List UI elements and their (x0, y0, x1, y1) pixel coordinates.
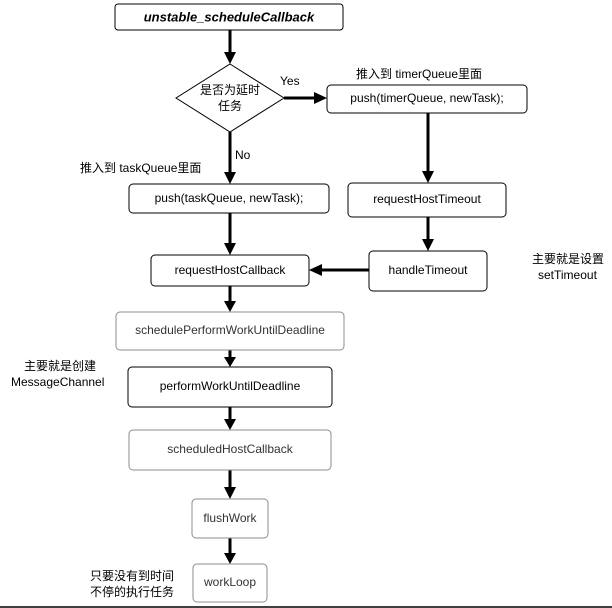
push-timer-label: push(timerQueue, newTask); (350, 91, 503, 105)
node-request-host-timeout: requestHostTimeout (347, 182, 507, 218)
arrowhead-handle-timeout (422, 239, 434, 251)
schedule-perform-label: schedulePerformWorkUntilDeadline (135, 323, 325, 337)
node-push-task: push(taskQueue, newTask); (128, 183, 330, 214)
note-work-loop-line1: 只要没有到时间 (90, 568, 174, 583)
arrowhead-request-callback (224, 243, 236, 255)
perform-work-label: performWorkUntilDeadline (160, 379, 301, 393)
request-host-callback-label: requestHostCallback (175, 263, 287, 277)
node-scheduled-host-callback: scheduledHostCallback (128, 429, 332, 471)
node-push-timer: push(timerQueue, newTask); (326, 84, 528, 114)
arrowhead-push-task (224, 172, 236, 184)
node-flush-work: flushWork (191, 498, 269, 539)
arrowhead-request-callback-side (309, 264, 322, 276)
node-start-label: unstable_scheduleCallback (144, 9, 315, 24)
arrowhead-schedule (224, 301, 236, 312)
arrows (224, 30, 434, 564)
note-message-channel-line2: MessageChannel (11, 375, 104, 389)
decision-label-line2: 任务 (218, 98, 242, 113)
note-task-queue: 推入到 taskQueue里面 (80, 161, 201, 175)
arrowhead-workloop (224, 553, 236, 564)
work-loop-label: workLoop (203, 575, 256, 589)
decision-label-line1: 是否为延时 (200, 83, 260, 97)
push-task-label: push(taskQueue, newTask); (155, 191, 304, 205)
note-timer-queue: 推入到 timerQueue里面 (356, 67, 482, 81)
note-work-loop-line2: 不停的执行任务 (90, 584, 174, 599)
node-start: unstable_scheduleCallback (114, 3, 344, 31)
handle-timeout-label: handleTimeout (389, 263, 469, 277)
node-schedule-perform: schedulePerformWorkUntilDeadline (115, 311, 345, 351)
flush-work-label: flushWork (203, 511, 257, 525)
arrowhead-scheduled (224, 419, 236, 430)
edge-label-no: No (235, 148, 251, 162)
arrowhead-perform (224, 357, 236, 367)
node-perform-work: performWorkUntilDeadline (127, 366, 333, 408)
request-host-timeout-label: requestHostTimeout (373, 192, 481, 206)
scheduled-host-callback-label: scheduledHostCallback (167, 442, 293, 456)
node-handle-timeout: handleTimeout (368, 250, 488, 292)
arrowhead-request-timeout (422, 171, 434, 183)
arrowhead-push-timer (314, 92, 327, 104)
node-decision: 是否为延时 任务 (175, 63, 285, 133)
node-work-loop: workLoop (192, 563, 268, 603)
edge-label-yes: Yes (280, 74, 300, 88)
note-set-timeout-line1: 主要就是设置 (532, 252, 604, 266)
note-message-channel-line1: 主要就是创建 (24, 359, 96, 373)
arrowhead-flush (224, 487, 236, 499)
note-set-timeout-line2: setTimeout (538, 268, 598, 282)
arrowhead-decision (224, 52, 236, 64)
node-request-host-callback: requestHostCallback (150, 254, 310, 287)
